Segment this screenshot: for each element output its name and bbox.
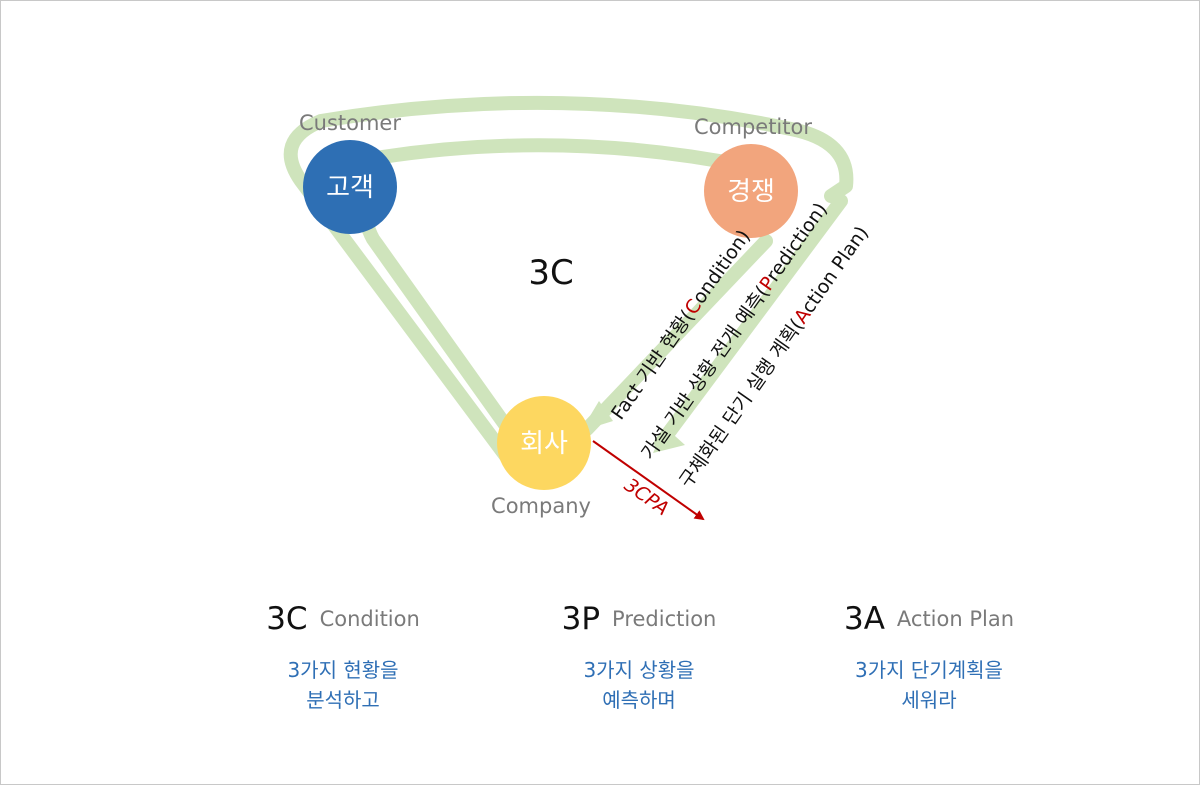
cycle-loop-arrowhead-1 bbox=[581, 401, 613, 431]
3cpa-arrow bbox=[592, 440, 705, 521]
company-en-label: Company bbox=[491, 494, 591, 518]
cycle-loop-arrowhead-2 bbox=[653, 427, 685, 453]
summary-condition: 3C Condition 3가지 현황을 분석하고 bbox=[183, 601, 503, 715]
customer-label: 고객 bbox=[326, 173, 374, 203]
node-company: 회사 Company bbox=[491, 396, 591, 518]
summary-word: Action Plan bbox=[896, 607, 1015, 631]
summary-code: 3C bbox=[266, 601, 308, 637]
summary-description: 3가지 단기계획을 세워라 bbox=[855, 658, 1003, 712]
node-customer: 고객 Customer bbox=[299, 111, 401, 234]
cycle-loop-outer bbox=[283, 95, 854, 470]
customer-en-label: Customer bbox=[299, 111, 401, 135]
cycle-loop-right-leg bbox=[654, 194, 848, 450]
summary-description: 3가지 현황을 분석하고 bbox=[287, 658, 399, 712]
summary-description: 3가지 상황을 예측하며 bbox=[583, 658, 695, 712]
summary-word: Prediction bbox=[612, 607, 717, 631]
competitor-en-label: Competitor bbox=[694, 115, 812, 139]
summary-code: 3A bbox=[843, 601, 885, 637]
3cpa-arrow-label: 3CPA bbox=[620, 474, 673, 520]
company-label: 회사 bbox=[520, 429, 568, 459]
competitor-circle bbox=[704, 144, 798, 238]
summary-action-plan: 3A Action Plan 3가지 단기계획을 세워라 bbox=[769, 601, 1089, 715]
competitor-label: 경쟁 bbox=[727, 177, 775, 207]
summary-word: Condition bbox=[319, 607, 420, 631]
summary-code: 3P bbox=[561, 601, 601, 637]
center-label: 3C bbox=[528, 253, 573, 293]
node-competitor: 경쟁 Competitor bbox=[694, 115, 812, 238]
company-circle bbox=[497, 396, 591, 490]
summary-prediction: 3P Prediction 3가지 상황을 예측하며 bbox=[479, 601, 799, 715]
cycle-loop-return bbox=[580, 234, 773, 436]
customer-circle bbox=[303, 140, 397, 234]
